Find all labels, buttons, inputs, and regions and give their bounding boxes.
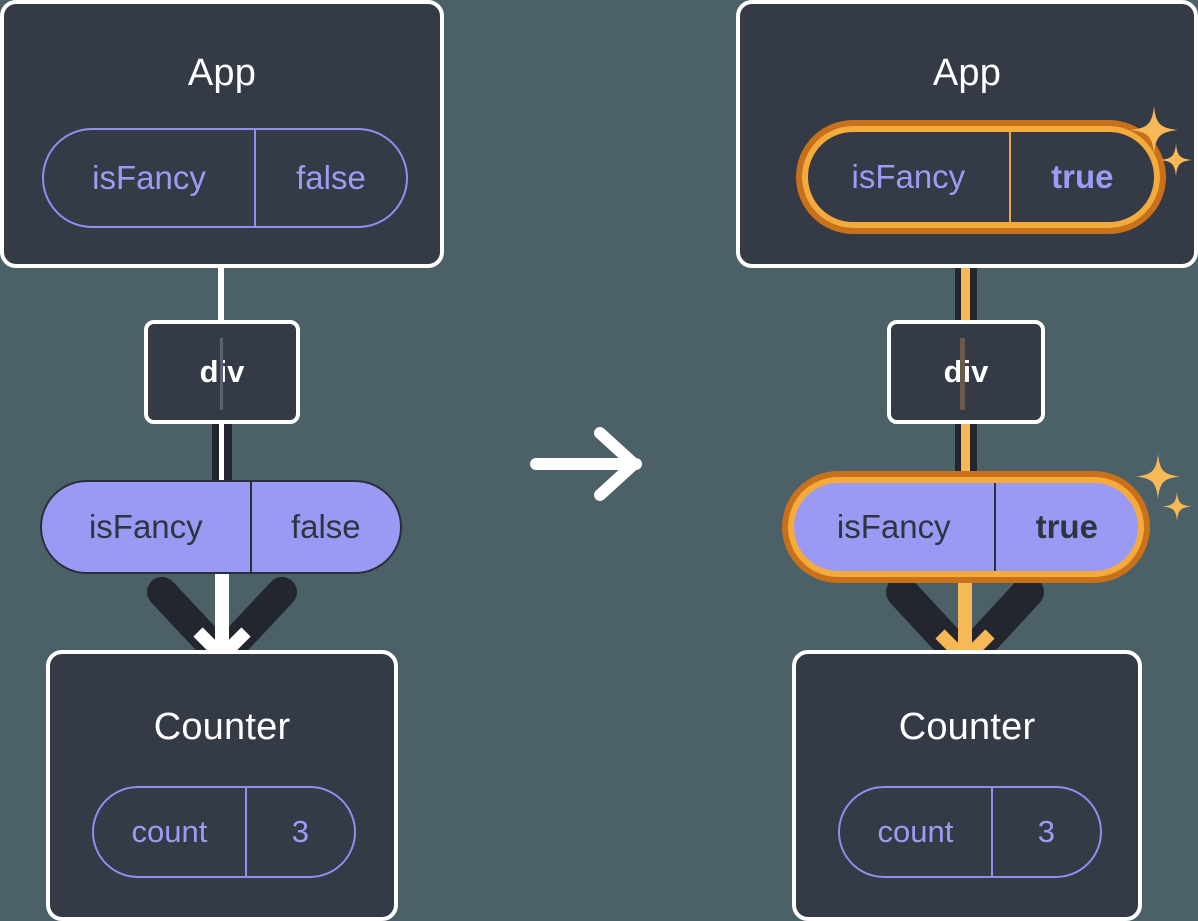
- right-counter-title: Counter: [898, 706, 1036, 748]
- right-app-box: App isFancy true: [736, 0, 1198, 268]
- right-counter-box: Counter count 3: [792, 650, 1142, 921]
- left-counter-state-key: count: [131, 814, 208, 849]
- right-counter-state-pill: count 3: [838, 786, 1102, 878]
- right-counter-state-key: count: [877, 814, 954, 849]
- right-connector-div-to-prop-orange: [961, 420, 970, 490]
- left-connector-app-to-div: [218, 262, 224, 322]
- right-app-state-key: isFancy: [851, 158, 966, 195]
- right-connector-app-to-div-orange: [961, 222, 970, 332]
- right-div-node: div: [887, 320, 1045, 424]
- left-counter-box: Counter count 3: [46, 650, 398, 921]
- sparkle-icon-small: [1160, 144, 1192, 176]
- right-app-state-value: true: [1008, 132, 1154, 222]
- left-app-state-value: false: [253, 130, 406, 226]
- left-prop-pill-key: isFancy: [88, 508, 203, 545]
- left-app-state-key: isFancy: [92, 159, 206, 196]
- right-prop-sparkle-icons: [1136, 454, 1192, 521]
- left-prop-pill: isFancy false: [40, 480, 402, 574]
- left-connector-div-to-prop-white: [219, 420, 224, 490]
- left-counter-state-value: 3: [244, 788, 354, 876]
- left-counter-state-pill: count 3: [92, 786, 356, 878]
- right-prop-pill-key: isFancy: [836, 508, 951, 545]
- right-app-state-pill: isFancy true: [802, 126, 1160, 228]
- sparkle-icon-large: [1136, 454, 1180, 499]
- right-app-sparkle-icons: [1130, 106, 1192, 176]
- transition-arrow-right-icon: [530, 427, 642, 501]
- left-app-title: App: [187, 52, 257, 94]
- left-prop-pill-value: false: [249, 482, 400, 572]
- sparkle-icon-large: [1130, 106, 1178, 154]
- left-div-internal-line: [220, 338, 223, 410]
- sparkle-icon-small: [1162, 492, 1192, 521]
- right-prop-pill: isFancy true: [788, 477, 1144, 577]
- right-div-internal-line: [960, 338, 965, 410]
- right-counter-state-value: 3: [990, 788, 1100, 876]
- right-prop-pill-value: true: [993, 483, 1138, 571]
- left-app-state-pill: isFancy false: [42, 128, 408, 228]
- right-app-title: App: [932, 52, 1002, 94]
- left-counter-title: Counter: [153, 706, 291, 748]
- left-app-box: App isFancy false: [0, 0, 444, 268]
